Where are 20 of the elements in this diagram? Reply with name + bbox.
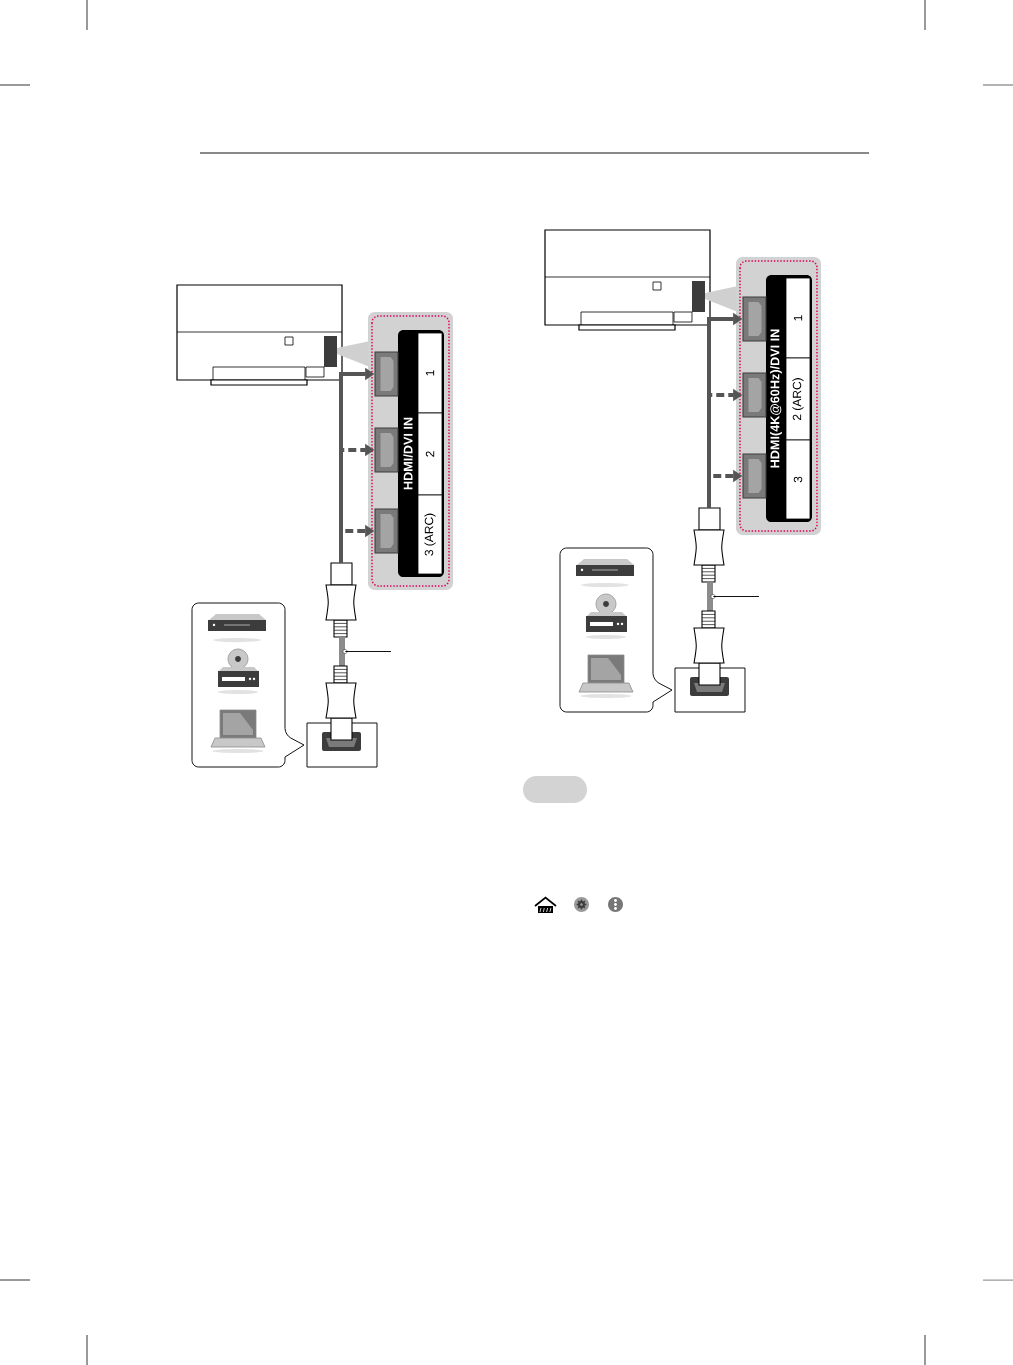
- leader-line: [344, 651, 392, 652]
- cable-plug: [693, 507, 725, 583]
- hdmi-port: [742, 296, 767, 342]
- cable-cord: [339, 637, 348, 666]
- port-number-cell: 2: [417, 412, 443, 496]
- port-number-cell: 3: [785, 439, 811, 520]
- hdmi-port: [742, 372, 767, 418]
- port-number-cell: 3 (ARC): [417, 494, 443, 575]
- hdmi-port: [742, 453, 767, 499]
- port-number-cell: 1: [417, 332, 443, 414]
- hdmi-port: [374, 351, 399, 397]
- leader-line: [712, 596, 760, 597]
- cable-cord: [707, 582, 716, 611]
- cable-plug: [693, 610, 725, 686]
- hdmi-port: [374, 508, 399, 554]
- cable-plug: [325, 665, 357, 741]
- port-number-cell: 2 (ARC): [785, 357, 811, 441]
- port-number-cell: 1: [785, 277, 811, 359]
- cable-plug: [325, 562, 357, 638]
- hdmi-port: [374, 427, 399, 473]
